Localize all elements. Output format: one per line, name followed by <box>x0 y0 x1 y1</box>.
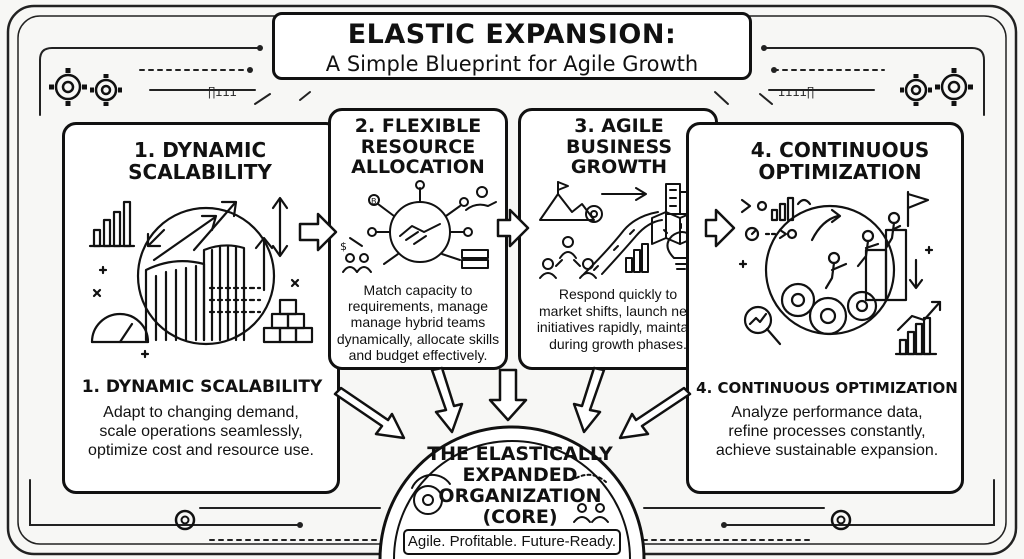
gear-icon <box>413 485 443 515</box>
gear-icon <box>49 68 122 106</box>
panel-4-heading: 4. CONTINUOUS OPTIMIZATION <box>750 138 930 184</box>
title-banner: ELASTIC EXPANSION: A Simple Blueprint fo… <box>272 12 752 80</box>
panel-dynamic-scalability <box>62 122 340 494</box>
panel-1-line: scale operations seamlessly, <box>99 422 303 440</box>
panel-1-line: Adapt to changing demand, <box>103 404 299 421</box>
panel-2-line: and budget effectively. <box>348 346 488 363</box>
climbers-icon <box>824 211 908 302</box>
bar-chart-icon <box>894 300 942 356</box>
panel-4-subheading: 4. CONTINUOUS OPTIMIZATION <box>696 379 958 397</box>
svg-text:ıııı∏: ıııı∏ <box>778 85 814 99</box>
gear-icon <box>900 68 973 106</box>
panel-2-line: dynamically, allocate skills <box>336 330 500 347</box>
panel-4-line: refine processes constantly, <box>728 422 926 440</box>
panel-1-heading: 1. DYNAMIC SCALABILITY <box>128 138 272 184</box>
panel-4-line: Analyze performance data, <box>731 404 923 421</box>
people-icon <box>342 253 372 273</box>
panel-3-line: market shifts, launch new <box>539 302 697 319</box>
panel-4-line: achieve sustainable expansion. <box>715 441 939 459</box>
core-circle <box>378 425 646 559</box>
panel-4-description: Analyze performance data, refine process… <box>696 404 958 461</box>
panel-2-line: requirements, manage <box>347 298 489 315</box>
panel-1-line: optimize cost and resource use. <box>88 441 314 459</box>
gauge-icon <box>90 312 150 344</box>
gear-icon <box>780 282 878 336</box>
road-icon <box>583 211 663 275</box>
arrow-left-in <box>333 386 406 440</box>
gear-icon <box>830 509 852 531</box>
panel-3-description: Respond quickly to market shifts, launch… <box>522 286 714 352</box>
handshake-icon <box>399 223 441 245</box>
people-icon <box>573 503 609 523</box>
stopwatch-icon <box>744 226 760 242</box>
panel-2-heading: 2. FLEXIBLE RESOURCE ALLOCATION <box>351 115 485 179</box>
scalability-illustration <box>88 196 314 359</box>
svg-text:∏ııı: ∏ııı <box>208 85 237 99</box>
panel-2-line: Match capacity to <box>363 282 473 298</box>
core-title: THE ELASTICALLY EXPANDED ORGANIZATION (C… <box>420 444 620 528</box>
core-title-line: THE ELASTICALLY <box>427 443 613 465</box>
core-title-line: ORGANIZATION <box>438 484 602 507</box>
dollar-icon: $ <box>340 240 347 253</box>
main-title: ELASTIC EXPANSION: <box>347 19 677 50</box>
panel-3-line: Respond quickly to <box>558 286 678 302</box>
mountain-flag-icon <box>539 181 595 221</box>
panel-3-heading: 3. AGILE BUSINESS GROWTH <box>565 115 673 179</box>
allocation-illustration: $ B <box>340 180 497 273</box>
arrow-down-center <box>488 368 528 422</box>
panel-3-line: initiatives rapidly, maintain <box>536 319 700 336</box>
panel-continuous-optimization <box>686 122 964 494</box>
arrow-right-in <box>618 386 692 440</box>
core-tagline: Agile. Profitable. Future-Ready. <box>407 533 617 550</box>
optimization-illustration <box>738 190 942 356</box>
gear-icon <box>174 509 196 531</box>
arrow-down-2 <box>430 366 464 434</box>
people-icon <box>539 236 597 279</box>
svg-text:B: B <box>371 197 377 206</box>
flag-icon <box>906 190 930 228</box>
tagline-box <box>403 529 621 555</box>
up-arrow-icon <box>152 200 274 292</box>
panel-2-line: manage hybrid teams <box>350 314 486 331</box>
panel-2-description: Match capacity to requirements, manage m… <box>332 282 504 363</box>
arrow-right-1 <box>298 212 338 252</box>
main-subtitle: A Simple Blueprint for Agile Growth <box>325 52 699 76</box>
server-icon <box>461 249 489 269</box>
hand-gear-icon <box>465 186 497 211</box>
gear-icon <box>585 205 603 223</box>
panel-flexible-resource-allocation <box>328 108 508 370</box>
panel-1-description: Adapt to changing demand, scale operatio… <box>70 404 332 461</box>
panel-3-line: during growth phases. <box>549 335 687 352</box>
blocks-icon <box>262 298 314 344</box>
arrow-right-3 <box>704 208 736 248</box>
bar-chart-icon <box>88 200 136 248</box>
magnifier-icon <box>743 305 782 346</box>
bar-chart-icon <box>770 196 795 222</box>
panel-1-subheading: 1. DYNAMIC SCALABILITY <box>81 377 323 397</box>
arrow-down-3 <box>572 366 606 434</box>
arrow-right-2 <box>496 208 530 248</box>
core-title-line: (CORE) <box>482 505 558 528</box>
bar-chart-icon <box>625 243 649 273</box>
core-title-line: EXPANDED <box>462 463 578 486</box>
